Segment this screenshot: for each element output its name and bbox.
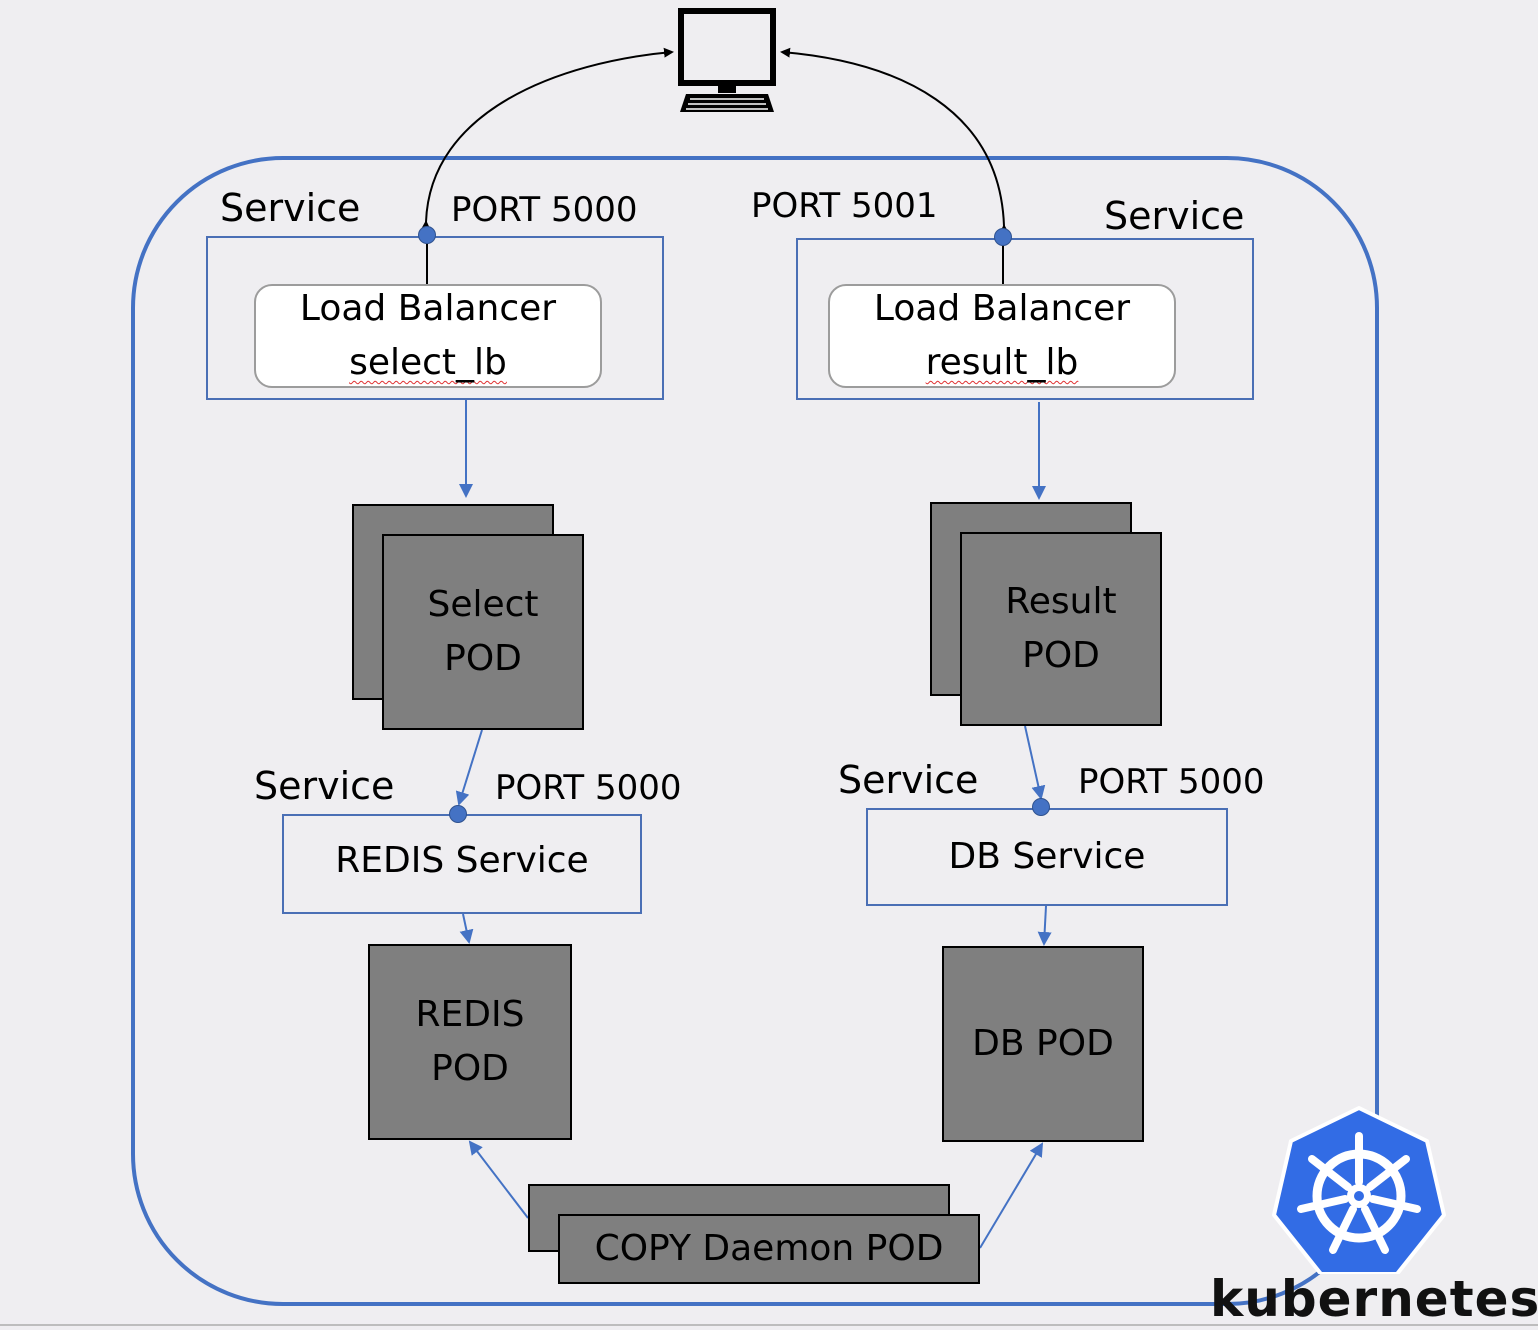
redis-port-label: PORT 5000	[495, 768, 682, 808]
db-service-to-pod-arrow	[1037, 905, 1052, 946]
select-load-balancer: Load Balancer select_lb	[254, 284, 602, 388]
daemon-to-redis-pod-arrow	[468, 1140, 529, 1219]
db-pod: DB POD	[942, 946, 1144, 1142]
result-service-box	[796, 238, 1254, 400]
redis-service-to-pod-arrow	[459, 913, 474, 944]
client-to-select-service-connector	[420, 47, 674, 231]
result-port-label: PORT 5001	[751, 186, 938, 226]
select-pod: Select POD	[382, 534, 584, 730]
select-pod-to-redis-service-arrow	[455, 729, 483, 806]
result-service-port-dot	[994, 228, 1012, 246]
result-service-label: Service	[1104, 194, 1245, 238]
redis-service-box: REDIS Service	[282, 814, 642, 914]
result-pod: Result POD	[960, 532, 1162, 726]
result-lb-title: Load Balancer	[873, 288, 1131, 329]
redis-service-name: REDIS Service	[335, 840, 589, 881]
copy-daemon-pod: COPY Daemon POD	[558, 1214, 980, 1284]
select-lb-title: Load Balancer	[299, 288, 557, 329]
result-pod-name: Result	[1005, 581, 1117, 622]
db-port-label: PORT 5000	[1078, 762, 1265, 802]
select-service-port-dot	[418, 226, 436, 244]
kubernetes-wordmark: kubernetes	[1210, 1270, 1538, 1328]
daemon-to-db-pod-arrow	[979, 1142, 1044, 1249]
select-port-label: PORT 5000	[451, 190, 638, 230]
kubernetes-cluster-boundary	[131, 156, 1379, 1306]
kubernetes-helm-icon	[1272, 1106, 1446, 1274]
computer-monitor-icon	[678, 8, 776, 112]
db-service-box: DB Service	[866, 808, 1228, 906]
select-lb-name: select_lb	[349, 342, 507, 383]
copy-daemon-pod-name: COPY Daemon POD	[594, 1228, 944, 1269]
db-service-port-dot	[1032, 798, 1050, 816]
client-to-result-service-connector	[780, 47, 1010, 235]
redis-pod-name: REDIS	[415, 994, 525, 1035]
redis-pod: REDIS POD	[368, 944, 572, 1140]
select-service-label: Service	[220, 186, 361, 230]
select-pod-name: Select	[427, 584, 539, 625]
result-load-balancer: Load Balancer result_lb	[828, 284, 1176, 388]
redis-pod-kind: POD	[431, 1048, 509, 1089]
db-service-label: Service	[838, 758, 979, 802]
result-pod-kind: POD	[1022, 635, 1100, 676]
result-pod-to-db-service-arrow	[1024, 725, 1046, 800]
result-lb-name: result_lb	[925, 342, 1079, 383]
redis-service-port-dot	[449, 805, 467, 823]
db-pod-name: DB POD	[972, 1023, 1114, 1064]
select-pod-kind: POD	[444, 638, 522, 679]
redis-service-label: Service	[254, 764, 395, 808]
db-service-name: DB Service	[948, 836, 1146, 877]
